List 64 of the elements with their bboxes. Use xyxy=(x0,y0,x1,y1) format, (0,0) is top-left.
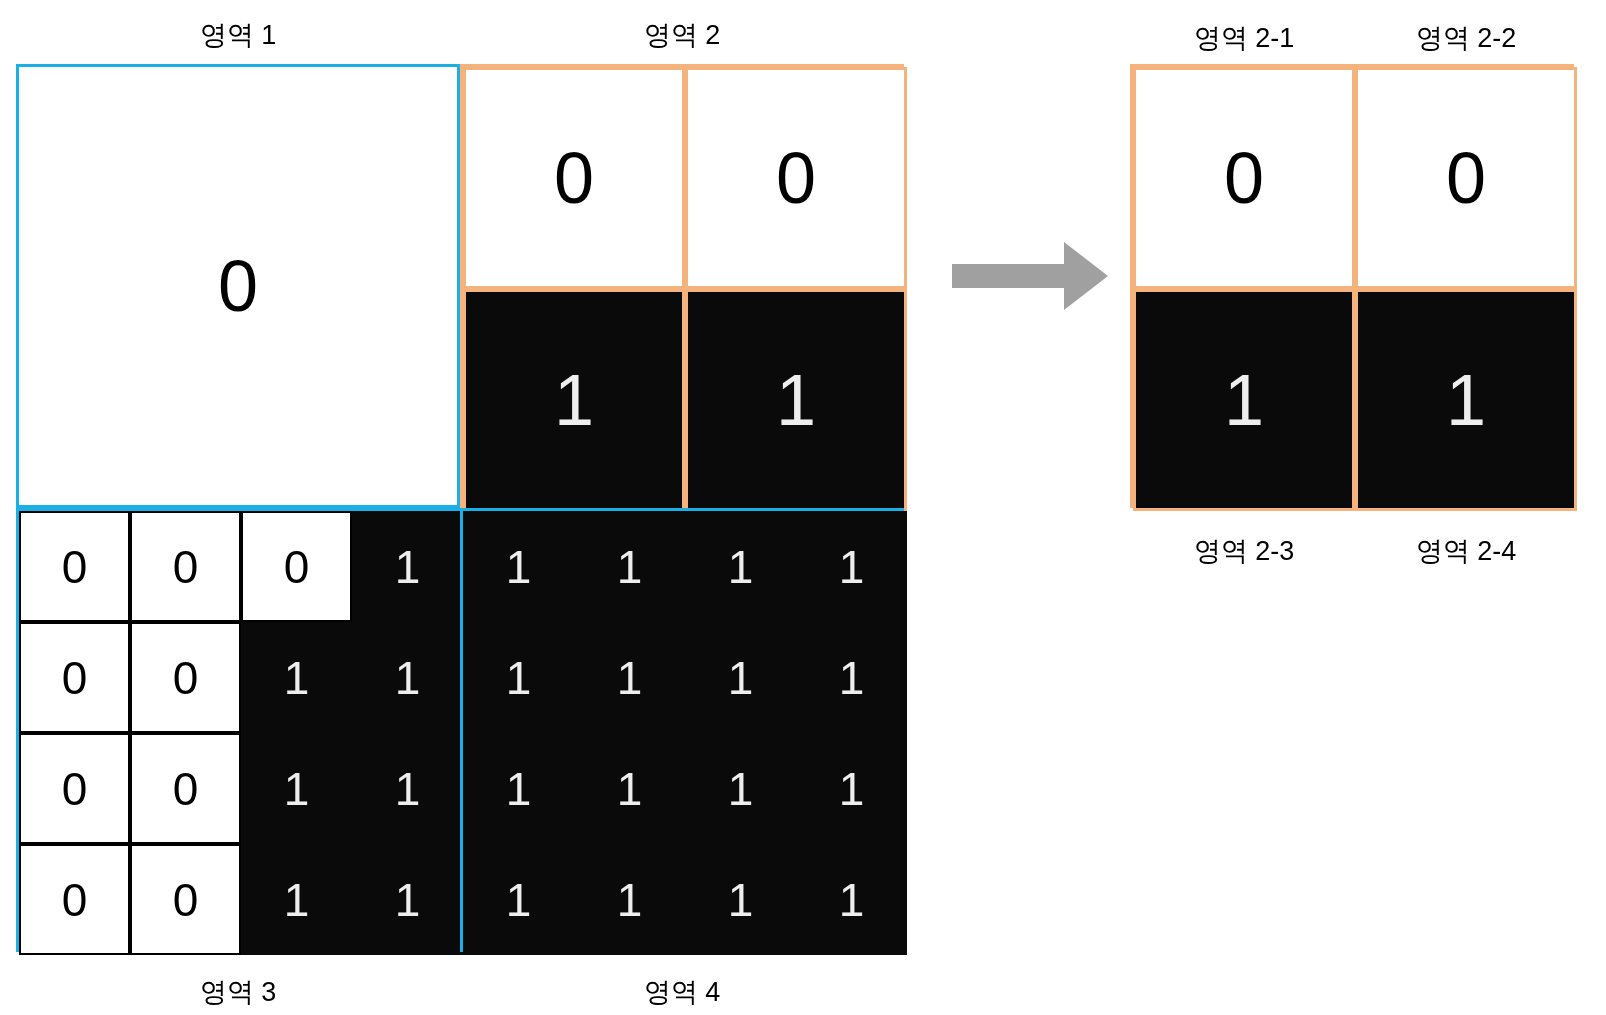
grid-cell xyxy=(352,511,463,622)
cell-value: 1 xyxy=(1223,364,1264,436)
cell-value: 0 xyxy=(61,876,88,923)
cell-value: 1 xyxy=(775,364,816,436)
cell-value: 1 xyxy=(283,765,310,812)
cell-value: 1 xyxy=(505,876,532,923)
region-label: 영역 2 xyxy=(643,22,721,49)
cell-value: 0 xyxy=(553,142,594,214)
cell-value: 1 xyxy=(283,654,310,701)
grid-cell xyxy=(19,733,130,844)
cell-value: 0 xyxy=(172,543,199,590)
cell-value: 1 xyxy=(505,654,532,701)
cell-value: 0 xyxy=(217,250,258,322)
cell-value: 0 xyxy=(1223,142,1264,214)
cell-value: 1 xyxy=(553,364,594,436)
cell-value: 1 xyxy=(838,654,865,701)
cell-value: 1 xyxy=(394,876,421,923)
cell-value: 1 xyxy=(505,543,532,590)
grid-cell xyxy=(19,511,130,622)
cell-value: 1 xyxy=(283,876,310,923)
cell-value: 0 xyxy=(283,543,310,590)
cell-value: 0 xyxy=(172,654,199,701)
grid-cell xyxy=(463,67,685,289)
grid-cell xyxy=(685,289,907,511)
region-label: 영역 1 xyxy=(199,22,277,49)
region-label: 영역 2-1 xyxy=(1193,25,1295,52)
cell-value: 1 xyxy=(394,654,421,701)
cell-value: 0 xyxy=(172,765,199,812)
cell-value: 1 xyxy=(727,543,754,590)
cell-value: 0 xyxy=(61,765,88,812)
cell-value: 1 xyxy=(838,876,865,923)
cell-value: 1 xyxy=(838,765,865,812)
cell-value: 1 xyxy=(616,876,643,923)
region-label: 영역 3 xyxy=(199,979,277,1006)
region-label: 영역 4 xyxy=(643,979,721,1006)
region-label: 영역 2-4 xyxy=(1415,538,1517,565)
cell-value: 0 xyxy=(775,142,816,214)
cell-value: 1 xyxy=(727,876,754,923)
cell-value: 1 xyxy=(838,543,865,590)
cell-value: 0 xyxy=(1445,142,1486,214)
grid-cell xyxy=(130,733,241,844)
cell-value: 1 xyxy=(1445,364,1486,436)
cell-value: 1 xyxy=(394,543,421,590)
region-label: 영역 2-2 xyxy=(1415,25,1517,52)
cell-value: 1 xyxy=(616,543,643,590)
grid-cell xyxy=(19,844,130,955)
cell-value: 1 xyxy=(616,765,643,812)
grid-cell xyxy=(463,289,685,511)
grid-cell xyxy=(241,511,352,622)
cell-value: 0 xyxy=(172,876,199,923)
cell-value: 1 xyxy=(505,765,532,812)
grid-cell xyxy=(130,844,241,955)
grid-cell xyxy=(130,511,241,622)
cell-value: 1 xyxy=(727,765,754,812)
grid-cell xyxy=(130,622,241,733)
cell-value: 1 xyxy=(727,654,754,701)
cell-value: 1 xyxy=(616,654,643,701)
cell-value: 0 xyxy=(61,543,88,590)
grid-cell xyxy=(19,622,130,733)
arrow xyxy=(952,242,1108,310)
cell-value: 1 xyxy=(394,765,421,812)
grid-cell xyxy=(685,67,907,289)
region-label: 영역 2-3 xyxy=(1193,538,1295,565)
cell-value: 0 xyxy=(61,654,88,701)
